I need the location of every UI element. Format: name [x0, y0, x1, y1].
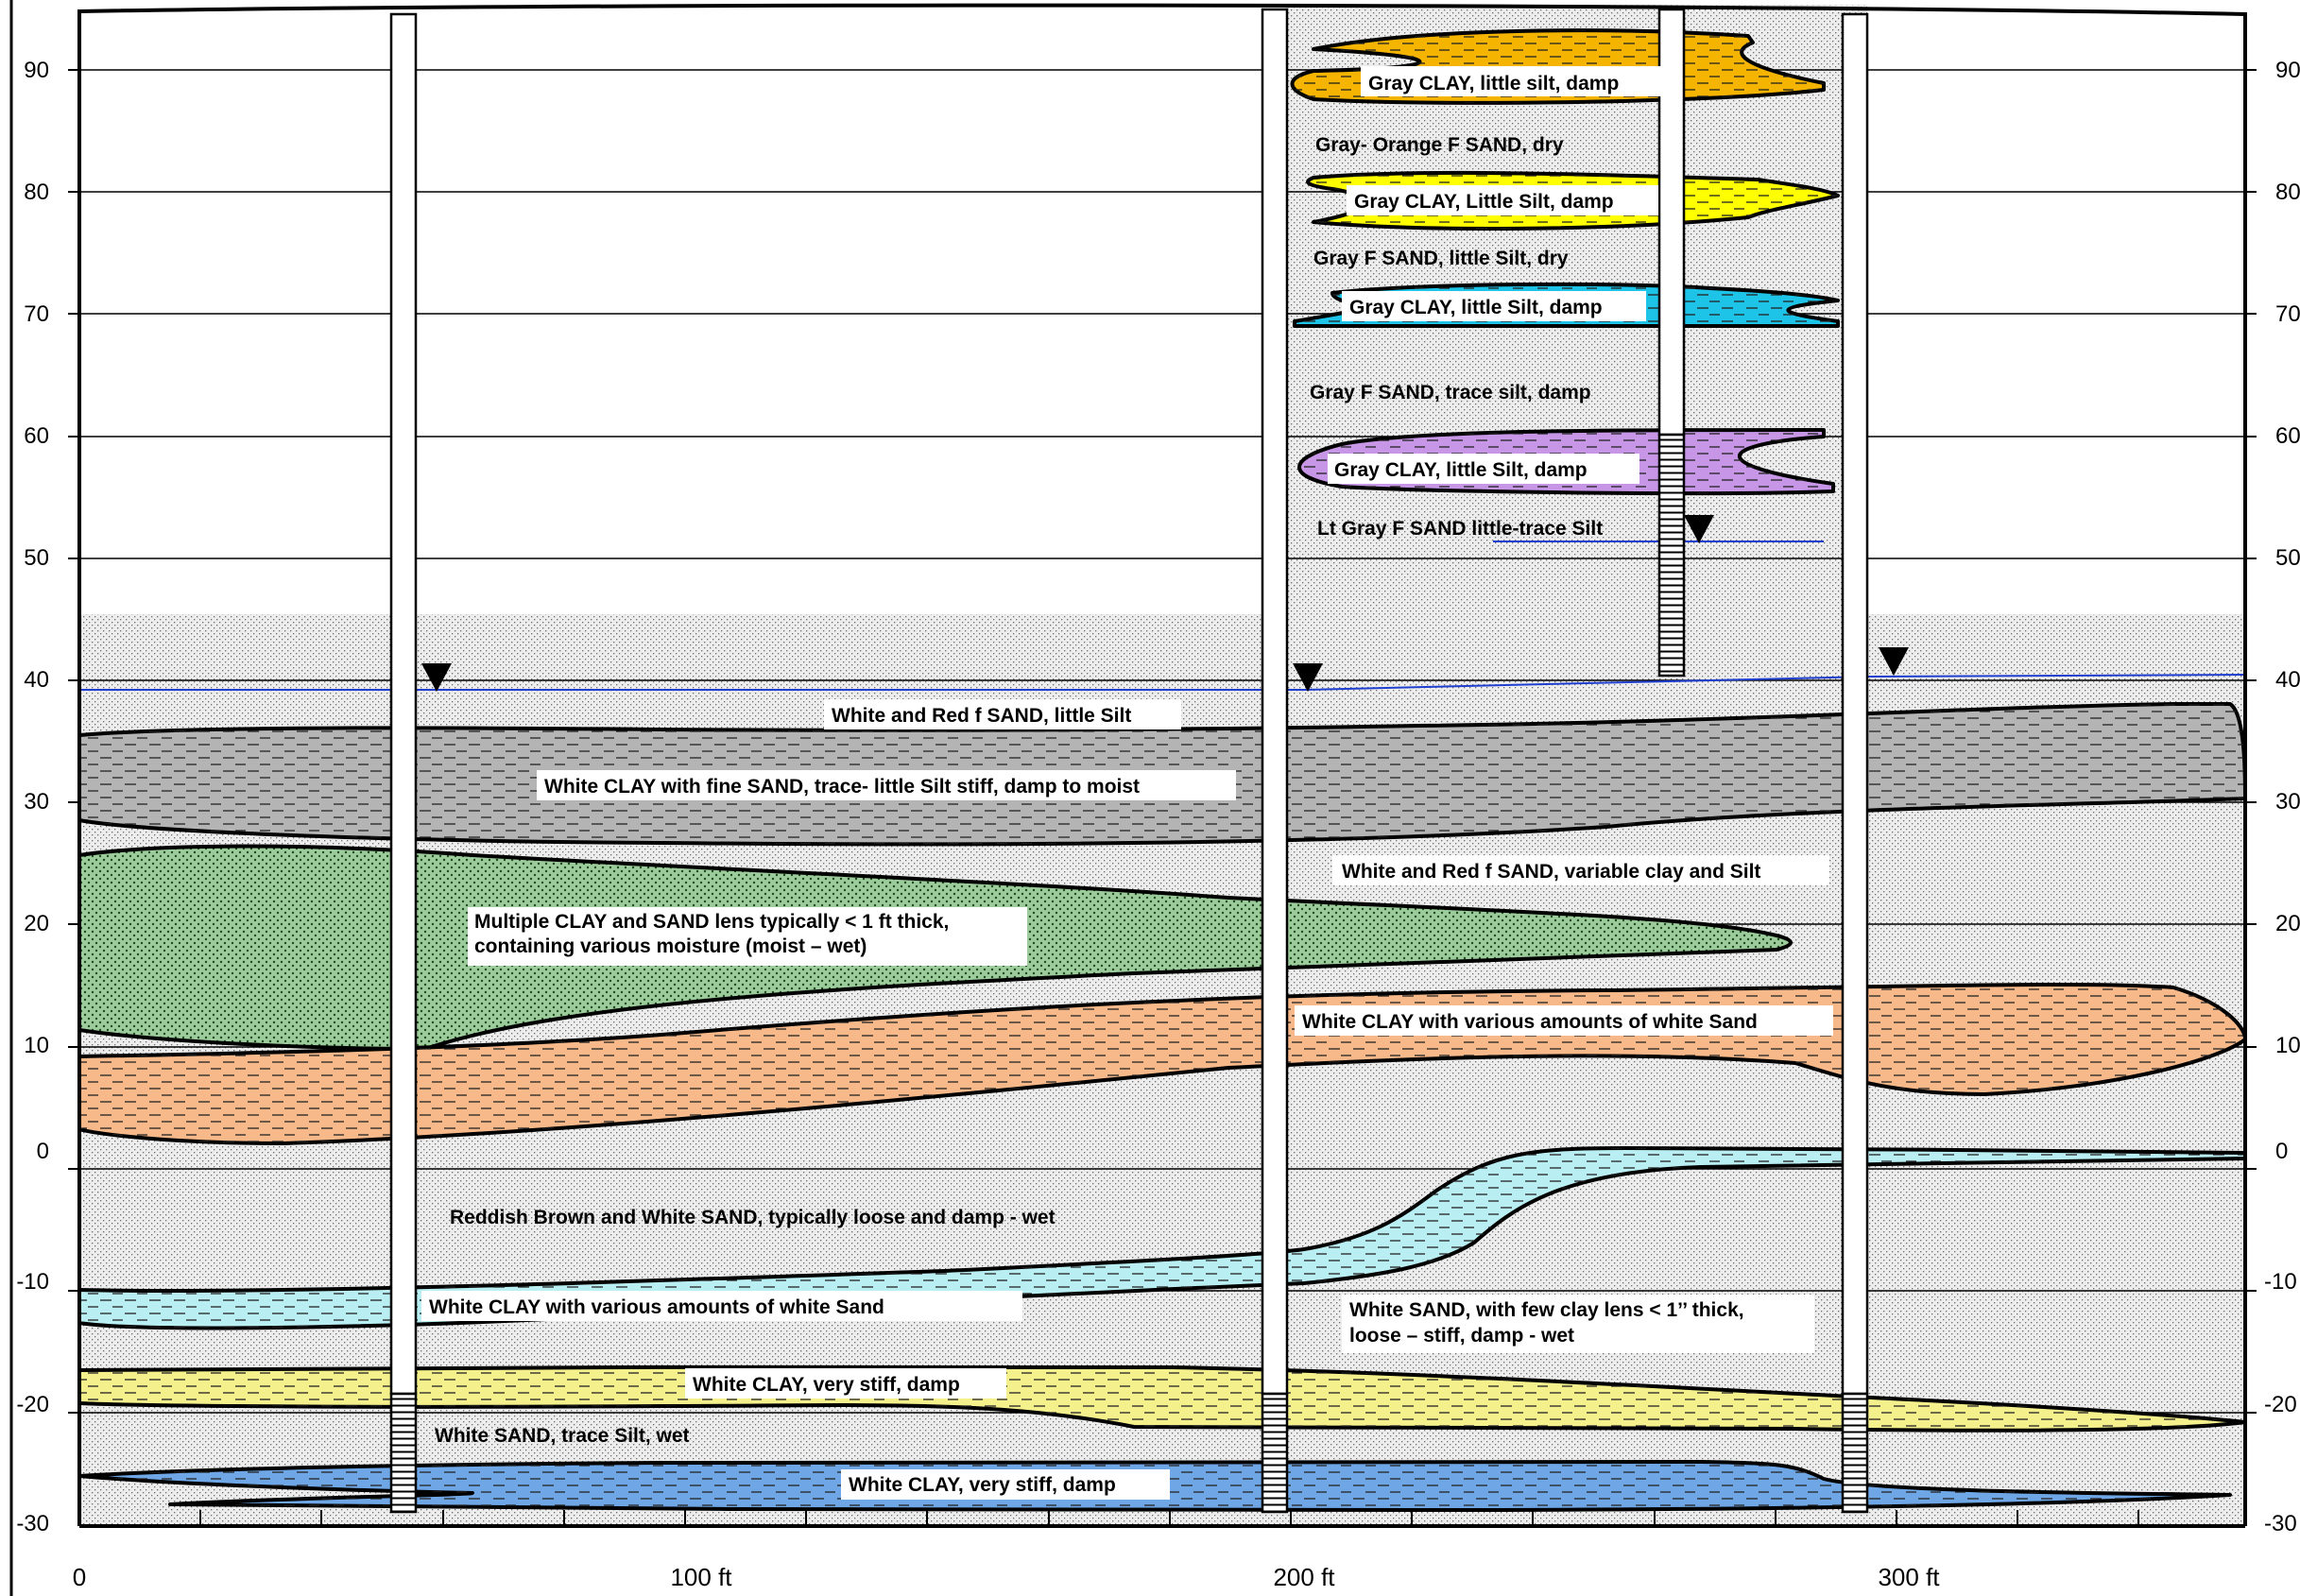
y-tick-right: 0: [2275, 1139, 2288, 1164]
label-white-clay-various-lower: White CLAY with various amounts of white…: [429, 1296, 884, 1318]
water-level-marker-b4: [1879, 647, 1909, 676]
y-tick-right: -30: [2264, 1511, 2297, 1536]
frame: [77, 3, 2247, 1528]
label-gray-clay-1: Gray CLAY, little silt, damp: [1368, 73, 1619, 94]
boring-b4: [1841, 12, 1869, 1514]
y-tick-right: 90: [2275, 58, 2300, 83]
x-tick-label: 100 ft: [670, 1563, 732, 1591]
x-tick-label: 200 ft: [1273, 1563, 1335, 1591]
y-tick-right: 40: [2275, 667, 2300, 693]
water-level-marker-b3: [1684, 515, 1714, 543]
label-lt-gray-sand: Lt Gray F SAND little-trace Silt: [1317, 518, 1603, 540]
y-tick-right: 10: [2275, 1033, 2300, 1058]
y-tick-left: -10: [16, 1269, 49, 1295]
label-gray-f-sand-damp: Gray F SAND, trace silt, damp: [1310, 382, 1591, 403]
label-gray-f-sand-dry: Gray F SAND, little Silt, dry: [1313, 248, 1569, 269]
y-tick-left: 70: [24, 301, 49, 327]
y-tick-left: 50: [24, 545, 49, 571]
y-tick-right: 60: [2275, 423, 2300, 449]
borings: [389, 8, 1869, 1514]
y-tick-right: 70: [2275, 301, 2300, 327]
label-white-clay-very-stiff-lower: White CLAY, very stiff, damp: [849, 1474, 1116, 1496]
y-tick-left: 20: [24, 911, 49, 936]
label-gray-clay-3: Gray CLAY, little Silt, damp: [1349, 297, 1603, 318]
label-white-clay-very-stiff-upper: White CLAY, very stiff, damp: [693, 1374, 960, 1396]
y-tick-left: -20: [16, 1392, 49, 1417]
x-tick-label: 300 ft: [1878, 1563, 1940, 1591]
y-tick-left: 80: [24, 180, 49, 205]
label-white-clay-various-upper: White CLAY with various amounts of white…: [1302, 1011, 1758, 1033]
y-tick-left: 60: [24, 423, 49, 449]
white-clay-very-stiff-upper-layer: [77, 1364, 2247, 1433]
label-multiple-lens-line-2: containing various moisture (moist – wet…: [474, 935, 867, 957]
label-white-sand-trace-silt: White SAND, trace Silt, wet: [435, 1425, 690, 1447]
y-tick-left: 90: [24, 58, 49, 83]
x-tick-label: 0: [73, 1563, 86, 1591]
y-tick-right: -10: [2264, 1269, 2297, 1295]
y-tick-right: 80: [2275, 180, 2300, 205]
label-white-red-sand-variable: White and Red f SAND, variable clay and …: [1342, 861, 1760, 883]
water-level-marker-b2: [1293, 663, 1323, 692]
water-level-marker-b1: [421, 663, 452, 692]
label-reddish-brown-sand: Reddish Brown and White SAND, typically …: [450, 1207, 1056, 1228]
layer-labels: Gray CLAY, little silt, damp Gray- Orang…: [421, 66, 1833, 1500]
label-white-red-sand: White and Red f SAND, little Silt: [832, 705, 1131, 727]
y-tick-right: 50: [2275, 545, 2300, 571]
x-axis: 0 100 ft 200 ft 300 ft: [73, 1563, 1941, 1591]
boring-b1: [389, 12, 418, 1514]
boring-b3: [1657, 8, 1686, 678]
y-tick-left: -30: [16, 1511, 49, 1536]
label-gray-orange-sand: Gray- Orange F SAND, dry: [1315, 134, 1564, 156]
y-tick-left: 0: [37, 1139, 49, 1164]
y-tick-left: 40: [24, 667, 49, 693]
boring-b2: [1261, 8, 1289, 1514]
y-tick-left: 10: [24, 1033, 49, 1058]
axis-ticks: [68, 69, 2257, 1526]
y-axis-left: 90 80 70 60 50 40 30 20 10 0 -10 -20 -30: [16, 58, 49, 1536]
label-white-clay-fine-sand: White CLAY with fine SAND, trace- little…: [544, 776, 1140, 798]
y-axis-right: 90 80 70 60 50 40 30 20 10 0 -10 -20 -30: [2264, 58, 2300, 1536]
label-gray-clay-2: Gray CLAY, Little Silt, damp: [1354, 191, 1614, 213]
y-tick-left: 30: [24, 789, 49, 815]
water-table-markers: [421, 515, 1909, 692]
label-gray-clay-4: Gray CLAY, little Silt, damp: [1334, 459, 1588, 481]
y-tick-right: -20: [2264, 1392, 2297, 1417]
label-multiple-lens-line-1: Multiple CLAY and SAND lens typically < …: [474, 911, 949, 933]
label-white-sand-clay-lens-line-2: loose – stiff, damp - wet: [1349, 1325, 1574, 1347]
label-white-sand-clay-lens-line-1: White SAND, with few clay lens < 1’’ thi…: [1349, 1299, 1744, 1321]
y-tick-right: 30: [2275, 789, 2300, 815]
y-tick-right: 20: [2275, 911, 2300, 936]
